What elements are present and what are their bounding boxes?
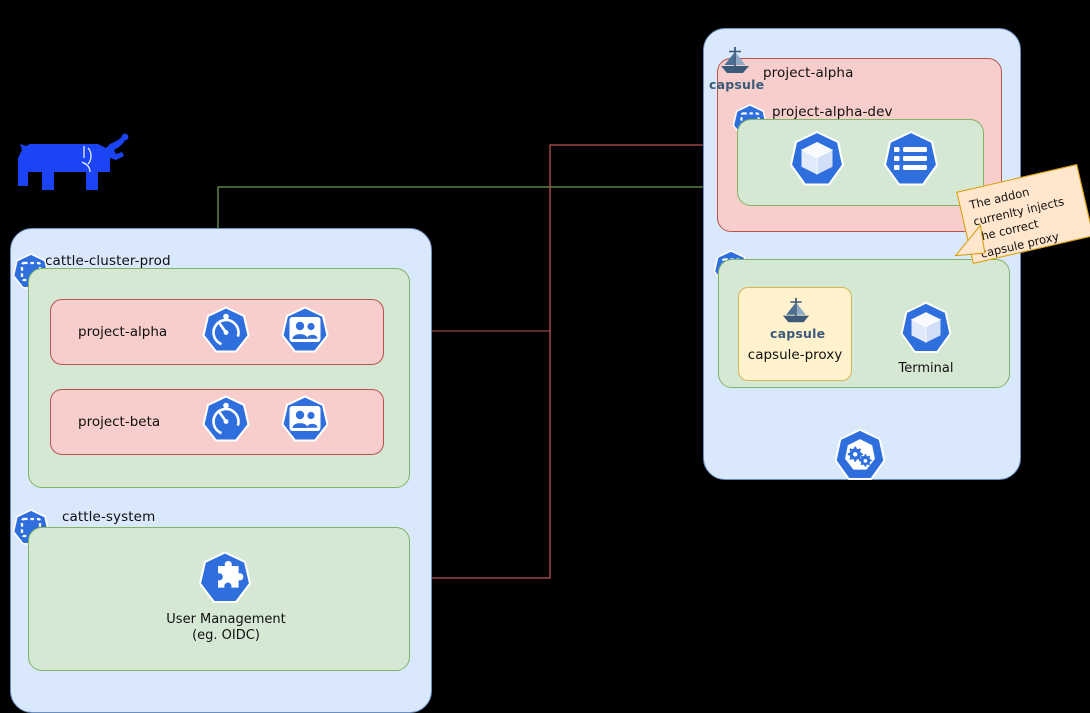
capsule-wordmark: capsule: [770, 326, 826, 341]
cattle-logo: [10, 128, 130, 196]
user-management-line1: User Management: [166, 612, 286, 627]
capsule-logo: capsule: [770, 295, 826, 341]
project-beta-label: project-beta: [78, 414, 161, 430]
project-alpha-label: project-alpha: [78, 324, 168, 340]
puzzle-addon-icon: [196, 550, 254, 608]
user-management-line2: (eg. OIDC): [192, 628, 260, 644]
namespace-project-alpha-dev-zone: [737, 119, 984, 206]
capsule-proxy-caption: capsule-proxy: [747, 347, 843, 363]
control-plane-gears-icon: [831, 427, 889, 485]
annotation-note: The addon currenlty injects the correct …: [954, 164, 1090, 264]
group-members-icon: [279, 394, 331, 446]
pod-cube-icon: [897, 300, 955, 358]
left-cluster-label: cattle-cluster-prod: [45, 253, 171, 269]
tenant-project-alpha-label: project-alpha: [763, 65, 854, 81]
resource-quota-icon: [200, 305, 252, 357]
capsule-logo: capsule: [709, 44, 765, 92]
capsule-wordmark: capsule: [709, 77, 765, 92]
configmap-list-icon: [880, 129, 942, 191]
capsule-proxy-box[interactable]: capsule capsule-proxy: [738, 287, 852, 381]
resource-quota-icon: [200, 394, 252, 446]
left-cattle-system-label: cattle-system: [62, 509, 156, 525]
group-members-icon: [279, 305, 331, 357]
terminal-caption: Terminal: [898, 361, 954, 376]
pod-cube-icon: [786, 129, 848, 191]
namespace-project-alpha-dev-label: project-alpha-dev: [772, 104, 893, 120]
user-management-caption: User Management (eg. OIDC): [126, 612, 326, 645]
